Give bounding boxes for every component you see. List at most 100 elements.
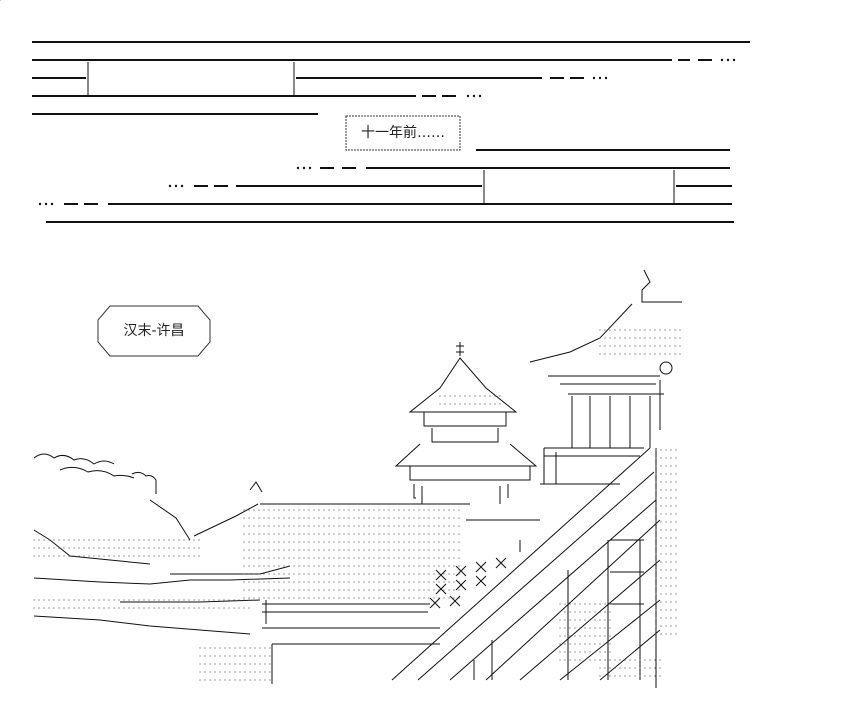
shade-dot xyxy=(624,659,626,661)
shade-dot xyxy=(214,671,216,673)
shade-dot xyxy=(458,581,460,583)
shade-dot xyxy=(660,481,662,483)
shade-dot xyxy=(308,541,310,543)
shade-dot xyxy=(383,509,385,511)
shade-dot xyxy=(489,395,491,397)
shade-dot xyxy=(293,533,295,535)
shade-dot xyxy=(670,561,672,563)
shade-dot xyxy=(58,539,60,541)
shade-dot xyxy=(108,607,110,609)
shade-dot xyxy=(218,607,220,609)
shade-dot xyxy=(393,509,395,511)
shade-dot xyxy=(408,517,410,519)
shade-dot xyxy=(199,663,201,665)
shade-dot xyxy=(38,607,40,609)
shade-dot xyxy=(363,549,365,551)
shade-dot xyxy=(660,521,662,523)
shade-dot xyxy=(118,607,120,609)
shade-dot xyxy=(53,599,55,601)
shade-dot xyxy=(293,597,295,599)
shade-dot xyxy=(433,517,435,519)
shade-dot xyxy=(438,589,440,591)
shade-dot xyxy=(443,525,445,527)
shade-dot xyxy=(73,555,75,557)
shade-dot xyxy=(443,573,445,575)
shade-dot xyxy=(665,449,667,451)
shade-dot xyxy=(649,353,651,355)
shade-dot xyxy=(268,541,270,543)
shade-dot xyxy=(413,549,415,551)
shade-dot xyxy=(288,509,290,511)
shade-dot xyxy=(639,659,641,661)
shade-dot xyxy=(670,553,672,555)
shade-dot xyxy=(674,353,676,355)
shade-dot xyxy=(199,679,201,681)
shade-dot xyxy=(428,557,430,559)
shade-dot xyxy=(665,497,667,499)
shade-dot xyxy=(574,635,576,637)
shade-dot xyxy=(133,607,135,609)
shade-dot xyxy=(665,593,667,595)
shade-dot xyxy=(458,589,460,591)
shade-dot xyxy=(199,655,201,657)
shade-dot xyxy=(123,599,125,601)
shade-dot xyxy=(328,565,330,567)
shade-dot xyxy=(173,599,175,601)
shade-dot xyxy=(358,557,360,559)
shade-dot xyxy=(474,395,476,397)
shade-dot xyxy=(333,541,335,543)
shade-dot xyxy=(403,533,405,535)
shade-dot xyxy=(398,557,400,559)
shade-dot xyxy=(569,643,571,645)
shade-dot xyxy=(634,345,636,347)
shade-dot xyxy=(655,553,657,555)
shade-dot xyxy=(209,647,211,649)
shade-dot xyxy=(660,545,662,547)
shade-dot xyxy=(263,557,265,559)
shade-dot xyxy=(224,655,226,657)
shade-dot xyxy=(649,675,651,677)
shade-dot xyxy=(383,517,385,519)
shade-dot xyxy=(298,549,300,551)
shade-dot xyxy=(298,589,300,591)
shade-dot xyxy=(178,547,180,549)
shade-dot xyxy=(388,517,390,519)
shade-dot xyxy=(103,599,105,601)
shade-dot xyxy=(599,603,601,605)
shade-dot xyxy=(655,497,657,499)
shade-dot xyxy=(373,597,375,599)
shade-dot xyxy=(298,573,300,575)
shade-dot xyxy=(655,601,657,603)
shade-dot xyxy=(408,509,410,511)
shade-dot xyxy=(619,353,621,355)
shade-dot xyxy=(188,539,190,541)
shade-dot xyxy=(313,589,315,591)
shade-dot xyxy=(655,593,657,595)
shade-dot xyxy=(660,553,662,555)
shade-dot xyxy=(438,525,440,527)
shade-dot xyxy=(614,353,616,355)
shade-dot xyxy=(248,565,250,567)
shade-dot xyxy=(665,537,667,539)
shade-dot xyxy=(564,659,566,661)
shade-dot xyxy=(428,589,430,591)
shade-dot xyxy=(83,539,85,541)
shade-dot xyxy=(574,619,576,621)
shade-dot xyxy=(313,517,315,519)
shade-dot xyxy=(589,603,591,605)
shade-dot xyxy=(655,513,657,515)
shade-dot xyxy=(614,329,616,331)
shade-dot xyxy=(138,539,140,541)
shade-dot xyxy=(459,395,461,397)
shade-dot xyxy=(353,557,355,559)
shade-dot xyxy=(229,663,231,665)
shade-dot xyxy=(73,599,75,601)
shade-dot xyxy=(664,329,666,331)
shade-dot xyxy=(458,533,460,535)
shade-dot xyxy=(453,573,455,575)
shade-dot xyxy=(248,599,250,601)
shade-dot xyxy=(98,555,100,557)
shade-dot xyxy=(338,557,340,559)
shade-dot xyxy=(403,549,405,551)
